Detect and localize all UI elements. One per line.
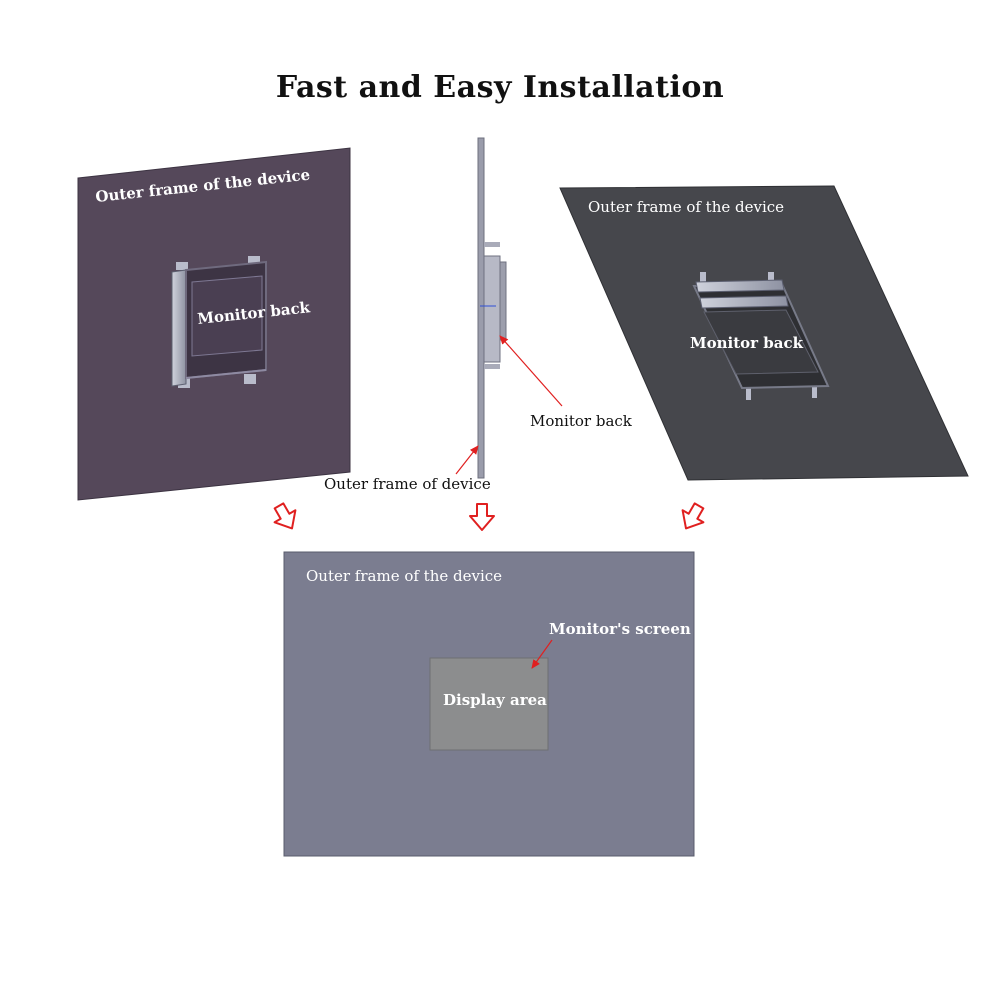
right-monitor-back: Monitor back bbox=[690, 272, 830, 400]
right-frame-label: Outer frame of the device bbox=[588, 198, 784, 216]
side-monitor-back-plate bbox=[499, 261, 507, 341]
right-mount-post bbox=[768, 272, 774, 282]
side-monitor-leader bbox=[499, 335, 563, 407]
side-monitor-body bbox=[483, 255, 501, 363]
arrow-right bbox=[681, 502, 705, 530]
arrow-center bbox=[469, 503, 495, 531]
left-mount-bracket bbox=[171, 269, 187, 387]
side-view: Monitor back Outer frame of device bbox=[324, 137, 633, 493]
right-mount-bracket bbox=[695, 279, 785, 293]
right-monitor-label: Monitor back bbox=[690, 334, 804, 352]
side-outer-frame-edge bbox=[477, 137, 485, 479]
right-mount-post bbox=[812, 384, 817, 398]
page-title: Fast and Easy Installation bbox=[275, 70, 725, 105]
left-mount-post bbox=[248, 256, 260, 264]
transition-arrows bbox=[273, 502, 705, 531]
right-mount-post bbox=[700, 272, 706, 282]
front-view: Outer frame of the device Display area M… bbox=[283, 551, 695, 857]
screen-leader bbox=[531, 639, 553, 669]
right-mount-post bbox=[746, 386, 751, 400]
left-mount-post bbox=[176, 262, 188, 270]
right-mount-bracket bbox=[699, 295, 789, 309]
right-view: Outer frame of the device Monitor back bbox=[559, 185, 969, 481]
display-area-label: Display area bbox=[443, 691, 547, 709]
side-mount-post bbox=[484, 242, 500, 247]
side-frame-leader bbox=[455, 445, 479, 475]
right-monitor-plate bbox=[703, 309, 819, 375]
left-monitor-plate bbox=[191, 275, 263, 357]
screen-label: Monitor's screen bbox=[549, 620, 691, 638]
side-monitor-label: Monitor back bbox=[530, 412, 633, 430]
left-view: Outer frame of the device Monitor back bbox=[77, 147, 351, 501]
display-area bbox=[429, 657, 549, 751]
front-frame-label: Outer frame of the device bbox=[306, 567, 502, 585]
left-monitor-edge bbox=[185, 369, 267, 379]
side-frame-label: Outer frame of device bbox=[324, 475, 491, 493]
arrow-left bbox=[273, 502, 297, 530]
left-mount-post bbox=[244, 374, 256, 384]
side-mount-post bbox=[484, 364, 500, 369]
